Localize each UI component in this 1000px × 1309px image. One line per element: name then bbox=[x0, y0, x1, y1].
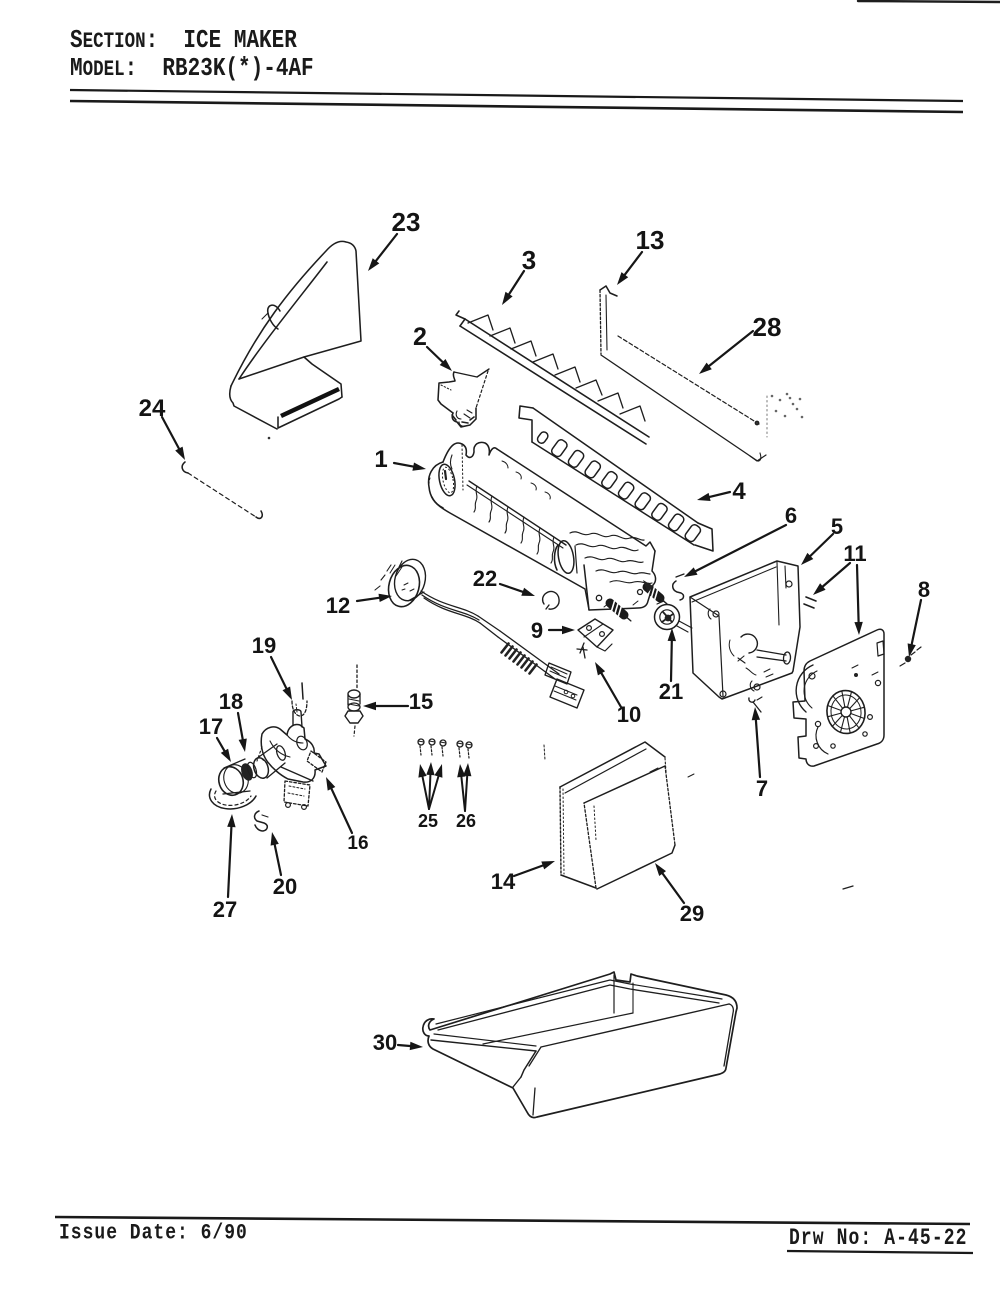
svg-text:12: 12 bbox=[326, 593, 350, 618]
svg-text:29: 29 bbox=[680, 901, 704, 926]
svg-text:26: 26 bbox=[456, 811, 476, 831]
svg-text:6: 6 bbox=[785, 503, 797, 528]
svg-text:13: 13 bbox=[636, 225, 665, 255]
svg-text:17: 17 bbox=[199, 714, 223, 739]
svg-text:25: 25 bbox=[418, 811, 438, 831]
svg-text:11: 11 bbox=[843, 541, 866, 566]
svg-text:9: 9 bbox=[531, 618, 543, 643]
svg-text:16: 16 bbox=[347, 833, 368, 854]
svg-text:30: 30 bbox=[373, 1030, 397, 1055]
svg-text:5: 5 bbox=[831, 514, 843, 539]
svg-text:14: 14 bbox=[491, 869, 516, 894]
svg-text:10: 10 bbox=[617, 702, 641, 727]
svg-text:28: 28 bbox=[753, 312, 782, 342]
svg-text:2: 2 bbox=[413, 323, 427, 351]
svg-text:15: 15 bbox=[409, 689, 433, 714]
svg-text:24: 24 bbox=[139, 395, 166, 422]
svg-text:22: 22 bbox=[473, 566, 497, 591]
svg-text:20: 20 bbox=[273, 874, 297, 899]
svg-text:18: 18 bbox=[219, 689, 243, 714]
svg-text:4: 4 bbox=[732, 478, 746, 505]
svg-text:21: 21 bbox=[659, 679, 683, 704]
svg-text:27: 27 bbox=[213, 897, 237, 922]
svg-text:1: 1 bbox=[374, 446, 387, 473]
svg-text:23: 23 bbox=[392, 207, 421, 237]
svg-text:7: 7 bbox=[756, 776, 768, 801]
svg-text:19: 19 bbox=[252, 633, 276, 658]
svg-text:3: 3 bbox=[522, 245, 536, 275]
svg-text:8: 8 bbox=[918, 577, 930, 602]
